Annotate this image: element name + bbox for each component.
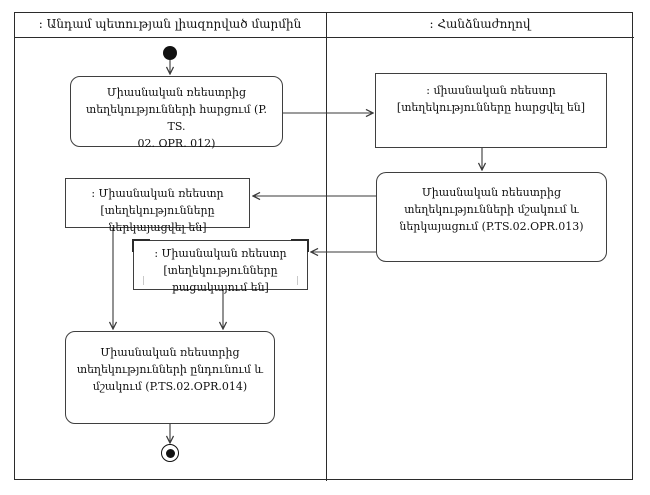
tick-bottom-right — [297, 276, 298, 285]
swimlane-header-commission: : Հանձնաժողով — [429, 17, 531, 31]
object-register-missing: : Միասնական ռեեստր [տեղեկությունները բաց… — [132, 239, 309, 294]
object-register-presented: : Միասնական ռեեստր [տեղեկությունները ներ… — [65, 178, 250, 234]
object-register-requested: : միասնական ռեեստր [տեղեկությունները հար… — [375, 73, 607, 148]
activity-receive-process-label: Միասնական ռեեստրից տեղեկությունների ընդո… — [76, 346, 264, 394]
final-node-dot — [165, 448, 175, 458]
activity-receive-process: Միասնական ռեեստրից տեղեկությունների ընդո… — [65, 331, 275, 424]
object-register-missing-label: : Միասնական ռեեստր [տեղեկությունները բաց… — [154, 247, 287, 295]
bracket-top-right — [291, 239, 309, 252]
activity-request-info-label: Միասնական ռեեստրից տեղեկությունների հարց… — [86, 86, 267, 151]
diagram-frame — [14, 12, 633, 480]
lane-header-underline — [14, 37, 634, 38]
final-node — [161, 444, 179, 462]
swimlane-header-member-state: : Անդամ պետության լիազորված մարմին — [38, 17, 302, 31]
activity-process-present-label: Միասնական ռեեստրից տեղեկությունների մշակ… — [399, 186, 584, 234]
swimlane-divider — [326, 12, 327, 481]
object-register-requested-label: : միասնական ռեեստր [տեղեկությունները հար… — [396, 84, 586, 115]
bracket-top-left — [132, 239, 150, 252]
activity-request-info: Միասնական ռեեստրից տեղեկությունների հարց… — [70, 76, 283, 150]
activity-process-present: Միասնական ռեեստրից տեղեկությունների մշակ… — [376, 172, 607, 262]
object-register-presented-label: : Միասնական ռեեստր [տեղեկությունները ներ… — [91, 187, 224, 235]
initial-node — [163, 46, 177, 60]
tick-bottom-left — [143, 276, 144, 285]
